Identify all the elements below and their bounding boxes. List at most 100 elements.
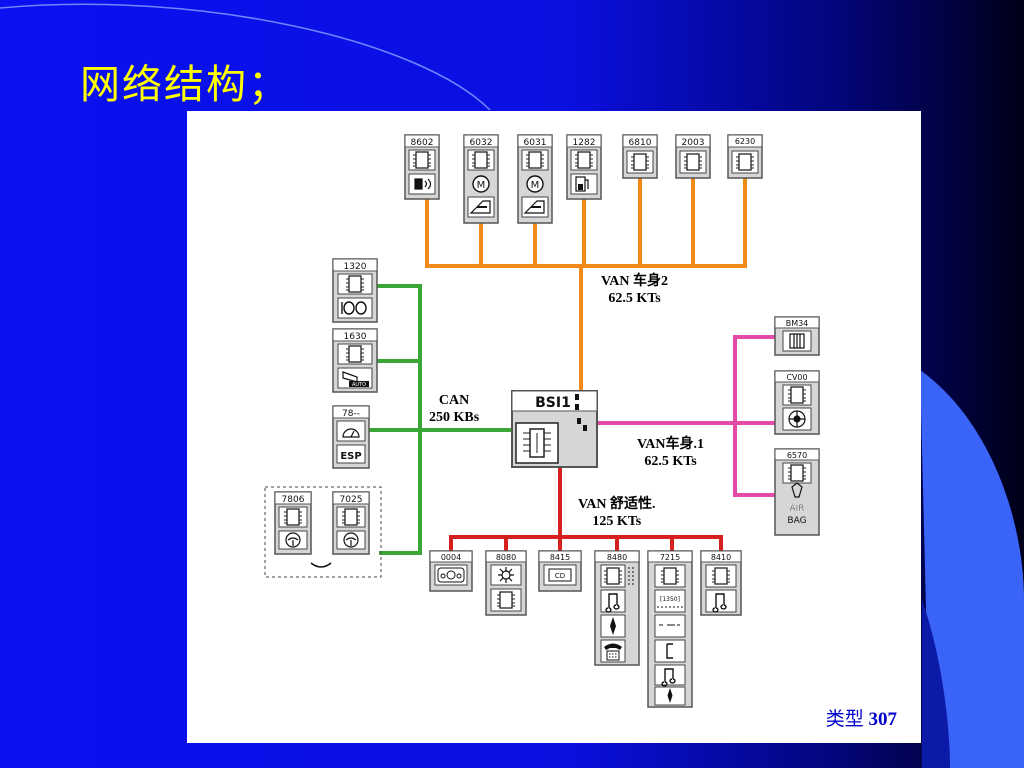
chip-icon (787, 464, 807, 482)
bus-name: VAN车身.1 (637, 437, 705, 452)
module-1282: 1282 (566, 134, 602, 200)
module-1630: 1630 AUTO (332, 328, 378, 393)
fuel-pump-icon (575, 176, 589, 192)
module-6230: 6230 (727, 134, 763, 179)
svg-text:AUTO: AUTO (352, 382, 366, 388)
module-code: 0004 (441, 553, 461, 562)
chip-icon (735, 153, 755, 171)
module-1320: 1320 (332, 258, 378, 323)
module-8480: 8480 (594, 550, 640, 666)
vehicle-type-label: 类型 307 (826, 704, 897, 731)
bus-speed: 62.5 KTs (644, 454, 697, 469)
window-lift-icon (469, 200, 491, 214)
navigation-icon (601, 617, 625, 635)
module-code: 6810 (629, 138, 652, 148)
module-8415: 8415 CD (538, 550, 582, 592)
chip-icon (345, 275, 365, 293)
module-8602: 8602 (404, 134, 440, 200)
module-2003: 2003 (675, 134, 711, 179)
module-code: 6032 (470, 138, 493, 148)
bus-speed: 125 KTs (592, 514, 642, 529)
module-code: 2003 (682, 138, 705, 148)
chip-icon (630, 153, 650, 171)
bus-name: VAN 车身2 (601, 274, 669, 289)
module-code: 8415 (550, 553, 570, 562)
van-body1-label: VAN车身.1 62.5 KTs (637, 436, 704, 470)
module-code: 7806 (282, 495, 305, 505)
module-code: CV00 (786, 373, 807, 382)
bus-name: VAN 舒适性. (578, 497, 656, 512)
bus-speed: 250 KBs (429, 410, 480, 425)
module-code: 8602 (411, 138, 434, 148)
van-comfort-label: VAN 舒适性. 125 KTs (578, 496, 656, 530)
module-code: 1282 (573, 138, 596, 148)
svg-text:CD: CD (555, 572, 565, 580)
slide-title: 网络结构； (80, 62, 290, 108)
steering-switch-icon (788, 410, 806, 428)
bus-name: CAN (438, 393, 470, 408)
module-code: 1630 (344, 332, 367, 342)
module-8080: 8080 (485, 550, 527, 616)
steering-icon (285, 532, 301, 548)
chip-icon (496, 591, 516, 609)
window-lift-icon (523, 200, 545, 214)
module-code: 8080 (496, 553, 516, 562)
motor-icon (472, 175, 490, 193)
van-body2-bus (425, 176, 747, 393)
chip-icon (412, 151, 432, 169)
module-6570: 6570 AIR BAG (774, 448, 820, 536)
module-6810: 6810 (622, 134, 658, 179)
music-icon (605, 593, 620, 613)
bus-speed: 62.5 KTs (608, 291, 661, 306)
module-0004: 0004 (429, 550, 473, 592)
steering-module-group (264, 486, 382, 578)
gauge-icon (342, 428, 360, 438)
airbag-icon: AIR BAG (787, 482, 807, 526)
svg-text:AIR: AIR (789, 504, 804, 514)
chip-icon (345, 345, 365, 363)
van-body2-label: VAN 车身2 62.5 KTs (601, 273, 668, 307)
auto-gearbox-icon: AUTO (342, 371, 369, 388)
esp-icon: ESP (340, 451, 361, 462)
chip-icon (711, 567, 731, 585)
engine-ecu-icon (341, 301, 367, 315)
module-CV00: CV00 (774, 370, 820, 435)
display-icon: [1350] (657, 596, 683, 608)
van-comfort-bus (449, 466, 723, 553)
chip-icon (603, 567, 623, 585)
climate-icon (498, 567, 514, 583)
chip-icon (283, 508, 303, 526)
module-code: 1320 (344, 262, 367, 272)
chip-icon (683, 153, 703, 171)
bus-lines (367, 176, 777, 555)
chip-icon (787, 386, 807, 404)
key-signal-icon (414, 178, 432, 190)
module-8410: 8410 (700, 550, 742, 616)
module-code: 7025 (340, 495, 363, 505)
fuse-box-icon (789, 333, 805, 349)
chip-icon (341, 508, 361, 526)
module-code: 78-- (342, 409, 360, 419)
navigation-icon (659, 688, 681, 703)
chip-icon (471, 151, 491, 169)
module-code: 6230 (735, 137, 755, 146)
svg-text:M: M (477, 180, 486, 191)
can-label: CAN 250 KBs (429, 392, 479, 426)
module-code: 8410 (711, 553, 731, 562)
chip-icon (660, 567, 680, 585)
type-number: 307 (868, 709, 898, 730)
network-diagram: BSI1 8602 6032 (264, 134, 820, 708)
module-code: 6031 (524, 138, 547, 148)
module-BM34: BM34 (774, 316, 820, 356)
module-7215: 7215 [1350] (647, 550, 693, 708)
steering-icon (343, 532, 359, 548)
chip-icon (574, 151, 594, 169)
type-label: 类型 (825, 709, 864, 730)
svg-text:[1350]: [1350] (660, 596, 680, 603)
module-code: 7215 (660, 553, 680, 562)
cd-changer-icon: CD (548, 568, 572, 582)
bsi1-hub: BSI1 (511, 390, 598, 468)
music-icon (712, 593, 727, 613)
module-code: 8480 (607, 553, 627, 562)
svg-text:M: M (531, 180, 540, 191)
